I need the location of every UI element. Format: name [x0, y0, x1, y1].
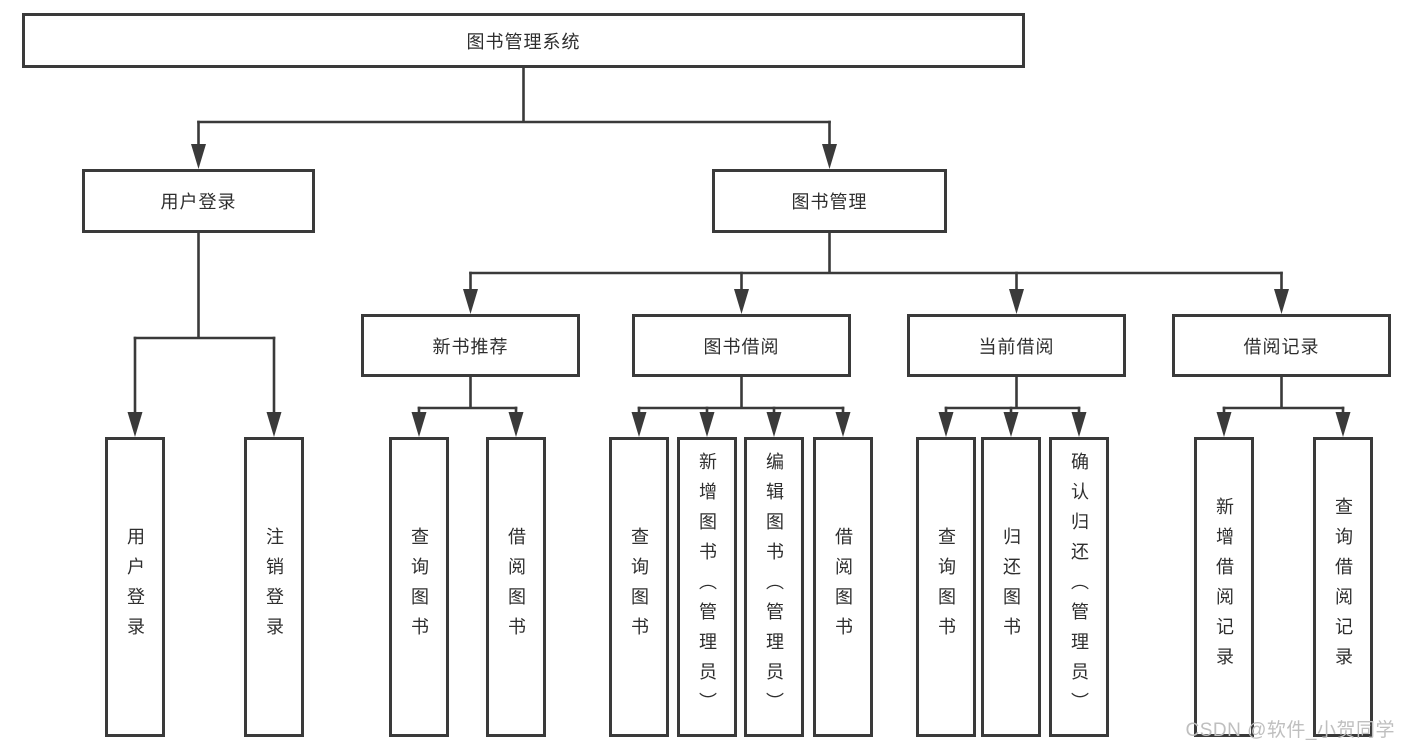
- leaf-label: 新增借阅记录: [1214, 497, 1234, 677]
- leaf-label: 编辑图书（管理员）: [764, 452, 784, 722]
- leaf-label: 查询图书: [629, 527, 649, 647]
- leaf-label: 确认归还（管理员）: [1069, 452, 1089, 722]
- node-leaf-confirm-return-admin: 确认归还（管理员）: [1049, 437, 1109, 737]
- node-new-book-recommendation: 新书推荐: [361, 314, 580, 377]
- node-library-management-system: 图书管理系统: [22, 13, 1025, 68]
- leaf-label: 新增图书（管理员）: [697, 452, 717, 722]
- node-leaf-query-borrow-record: 查询借阅记录: [1313, 437, 1373, 737]
- leaf-label: 查询图书: [936, 527, 956, 647]
- node-leaf-query-books-borrow: 查询图书: [609, 437, 669, 737]
- leaf-label: 归还图书: [1001, 527, 1021, 647]
- node-leaf-logout: 注销登录: [244, 437, 304, 737]
- leaf-label: 查询借阅记录: [1333, 497, 1353, 677]
- node-leaf-return-books: 归还图书: [981, 437, 1041, 737]
- leaf-label: 用户登录: [125, 527, 145, 647]
- node-user-login: 用户登录: [82, 169, 315, 233]
- node-leaf-add-borrow-record: 新增借阅记录: [1194, 437, 1254, 737]
- node-book-borrowing: 图书借阅: [632, 314, 851, 377]
- node-leaf-add-books-admin: 新增图书（管理员）: [677, 437, 737, 737]
- node-borrowing-records: 借阅记录: [1172, 314, 1391, 377]
- node-leaf-borrow-books: 借阅图书: [813, 437, 873, 737]
- leaf-label: 注销登录: [264, 527, 284, 647]
- leaf-label: 查询图书: [409, 527, 429, 647]
- node-leaf-edit-books-admin: 编辑图书（管理员）: [744, 437, 804, 737]
- node-leaf-query-books-newbook: 查询图书: [389, 437, 449, 737]
- leaf-label: 借阅图书: [833, 527, 853, 647]
- node-leaf-borrow-books-newbook: 借阅图书: [486, 437, 546, 737]
- node-current-borrowing: 当前借阅: [907, 314, 1126, 377]
- node-leaf-user-login: 用户登录: [105, 437, 165, 737]
- node-book-management: 图书管理: [712, 169, 947, 233]
- leaf-label: 借阅图书: [506, 527, 526, 647]
- node-leaf-query-books-current: 查询图书: [916, 437, 976, 737]
- csdn-watermark: CSDN @软件_小贺同学: [1185, 720, 1395, 741]
